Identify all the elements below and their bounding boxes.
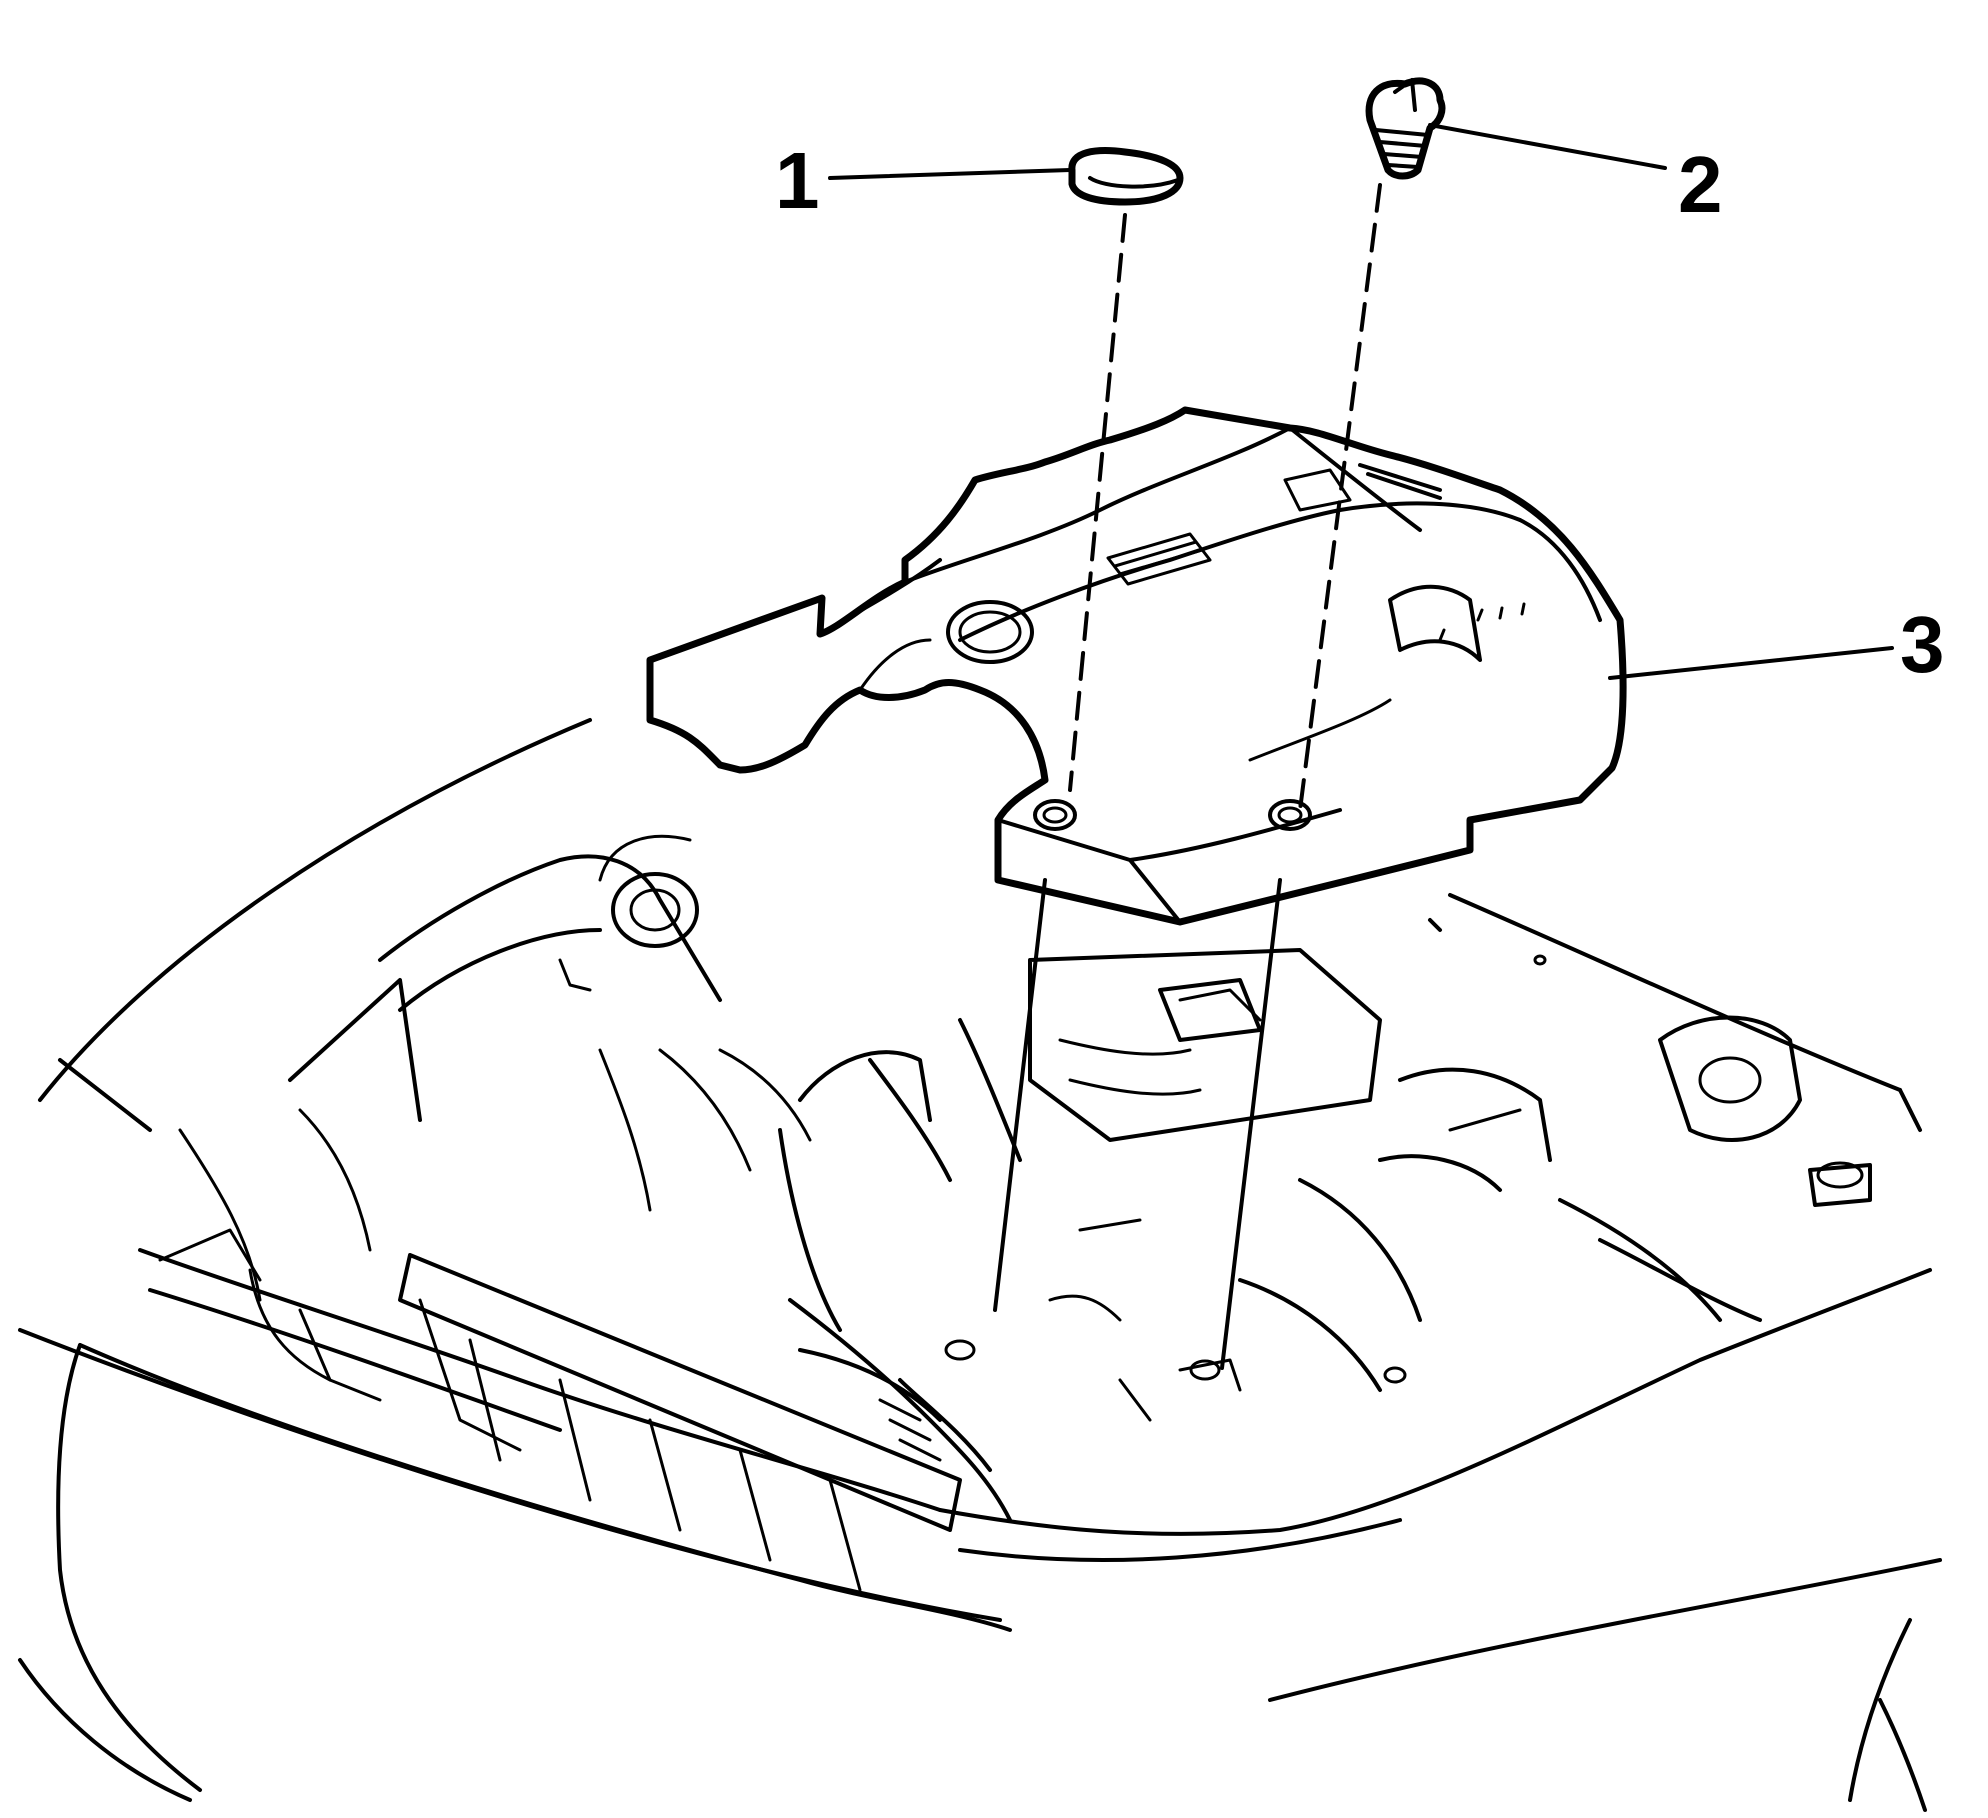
coolant-reservoir xyxy=(611,872,699,948)
cover-mount-hole-left xyxy=(1033,799,1077,831)
callout-label-1: 1 xyxy=(775,136,820,225)
cover-bolt xyxy=(1365,77,1446,180)
cover-cap xyxy=(1068,147,1184,206)
install-line-bolt xyxy=(1298,183,1382,812)
leader-line-2 xyxy=(1428,123,1667,170)
mount-line-left xyxy=(993,878,1047,1312)
callout-label-2: 2 xyxy=(1678,140,1723,229)
cover-vent-grille xyxy=(1106,532,1212,586)
mount-line-right xyxy=(1220,878,1282,1370)
leader-line-3 xyxy=(1608,646,1894,680)
brake-reservoir-cap xyxy=(1816,1161,1864,1189)
cover-mount-hole-right xyxy=(1268,799,1312,831)
engine-cover xyxy=(646,406,1627,926)
cover-vent-slots xyxy=(1283,463,1442,512)
callout-label-3: 3 xyxy=(1900,600,1945,689)
install-line-cap xyxy=(1068,213,1127,792)
engine-compartment xyxy=(18,718,1942,1812)
leader-line-1 xyxy=(828,168,1072,180)
oil-filler-ring xyxy=(946,600,1034,664)
